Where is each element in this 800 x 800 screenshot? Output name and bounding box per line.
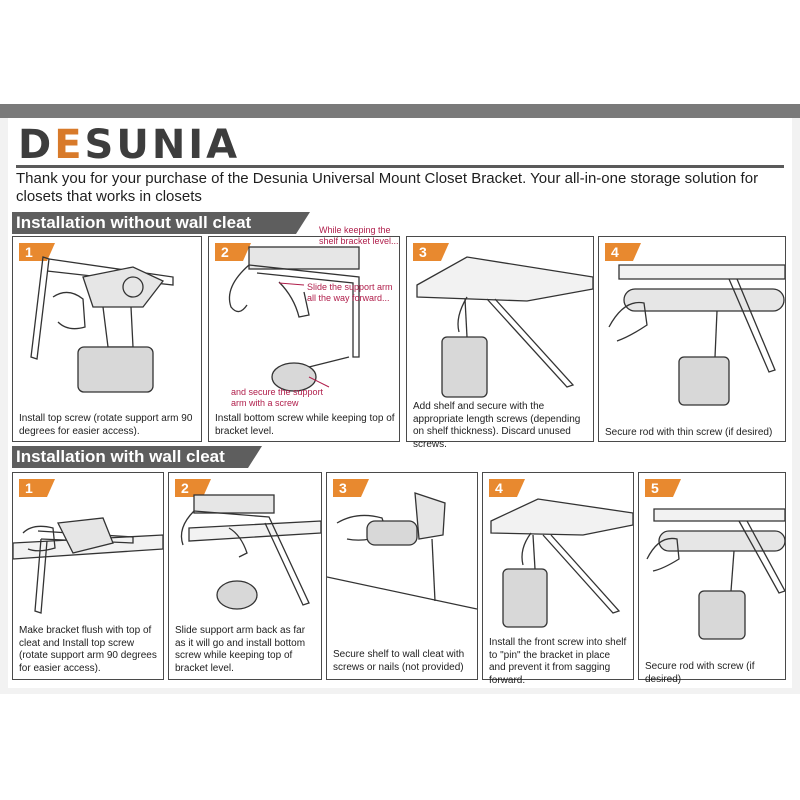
step-caption: Make bracket flush with top of cleat and… — [19, 625, 157, 674]
step-number: 3 — [333, 479, 369, 497]
step-caption: Add shelf and secure with the appropriat… — [413, 401, 581, 450]
step-number: 3 — [413, 243, 449, 261]
level-note: While keeping the shelf bracket level... — [319, 225, 399, 246]
cleat-step-panel-5: 5 Secure rod with screw (if desired) — [638, 472, 786, 685]
cleat-step-panel-2: 2 Slide support arm back as far as it wi… — [168, 472, 322, 680]
pin-screw-illustration — [490, 498, 633, 628]
section-heading-with-cleat: Installation with wall cleat — [12, 446, 262, 468]
step-panel-4: 4 Secure rod with thin screw (if desired… — [598, 236, 786, 442]
step-panel-1: 1 Install top screw (rotate support arm … — [12, 236, 202, 442]
step-number: 1 — [19, 479, 55, 497]
step-number: 2 — [175, 479, 211, 497]
shelf-install-illustration — [416, 256, 593, 398]
cleat-step-panel-1: 1 Make bracket flush with top of cleat a… — [12, 472, 164, 680]
logo-part: D — [18, 122, 55, 168]
level-bracket-illustration — [228, 246, 360, 392]
step-caption: Secure shelf to wall cleat with screws o… — [333, 649, 465, 673]
logo-e: E — [54, 122, 85, 168]
step-caption: Install top screw (rotate support arm 90… — [19, 413, 193, 437]
brand-logo: DESUNIA — [18, 122, 240, 168]
intro-text: Thank you for your purchase of the Desun… — [16, 170, 759, 205]
step-caption: Install bottom screw while keeping top o… — [215, 413, 395, 437]
header-rule — [16, 165, 784, 168]
slide-note: Slide the support arm all the way forwar… — [307, 282, 393, 303]
step-panel-2: 2 While keeping the shelf bracket level.… — [208, 225, 400, 442]
drill-install-illustration — [30, 256, 174, 393]
rod-cleat-illustration — [646, 508, 785, 640]
step-number: 4 — [605, 243, 641, 261]
cleat-drill-illustration — [13, 517, 163, 614]
step-caption: Secure rod with screw (if desired) — [645, 661, 755, 685]
step-number: 4 — [489, 479, 525, 497]
logo-part: SUNIA — [84, 122, 241, 168]
step-number: 5 — [645, 479, 681, 497]
step-number: 2 — [215, 243, 251, 261]
cleat-step-panel-3: 3 Secure shelf to wall cleat with screws… — [326, 472, 478, 680]
section-heading-no-cleat: Installation without wall cleat — [12, 212, 310, 234]
top-band — [0, 104, 800, 118]
step-caption: Install the front screw into shelf to "p… — [489, 637, 627, 686]
cleat-level-illustration — [180, 494, 321, 610]
cleat-step-panel-4: 4 Install the front screw into shelf to … — [482, 472, 634, 686]
secure-note: and secure the support arm with a screw — [231, 387, 324, 408]
step-caption: Secure rod with thin screw (if desired) — [605, 427, 773, 438]
step-number: 1 — [19, 243, 55, 261]
section-title: Installation without wall cleat — [16, 213, 252, 232]
section-title: Installation with wall cleat — [16, 447, 225, 466]
step-caption: Slide support arm back as far as it will… — [175, 625, 306, 674]
shelf-cleat-illustration — [327, 492, 477, 610]
step-panel-3: 3 Add shelf and secure with the appropri… — [406, 236, 594, 450]
rod-screw-illustration — [608, 264, 785, 406]
